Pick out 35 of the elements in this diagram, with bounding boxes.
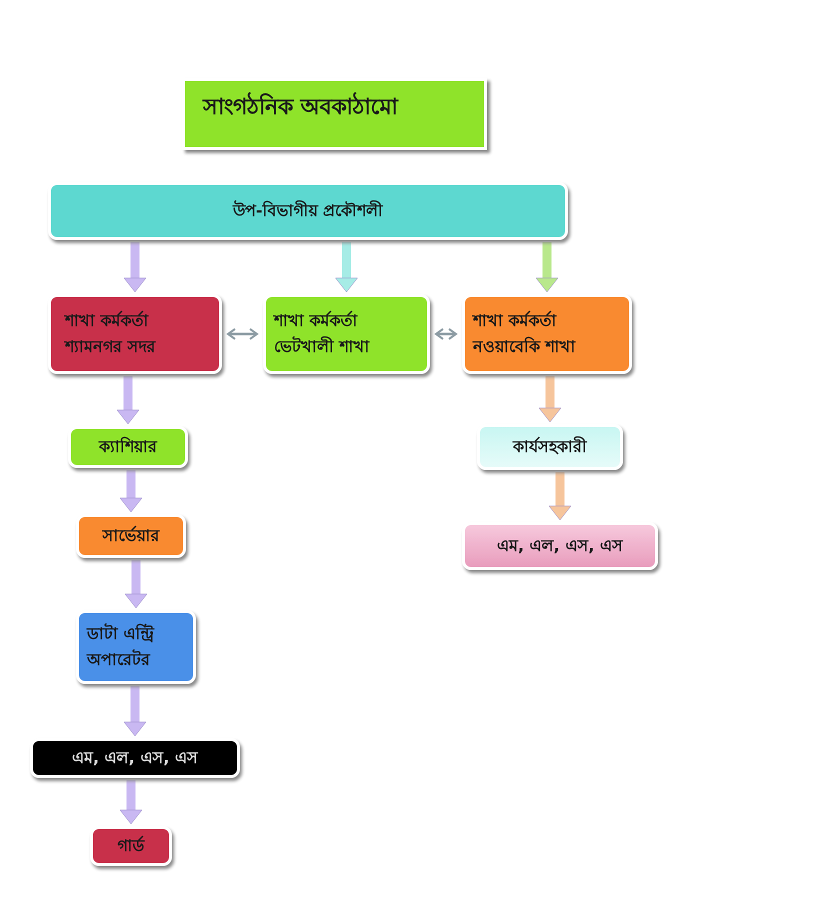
double-arrow bbox=[227, 328, 258, 340]
double-arrow bbox=[435, 328, 457, 340]
process-box bbox=[30, 738, 240, 778]
node-label: কার্যসহকারী bbox=[512, 435, 588, 458]
block-arrow bbox=[548, 472, 572, 520]
block-arrow bbox=[536, 242, 558, 292]
block-arrow bbox=[124, 560, 148, 608]
block-arrow bbox=[124, 242, 146, 292]
node-label: গার্ড bbox=[116, 834, 146, 858]
process-box bbox=[48, 294, 222, 374]
process-box bbox=[477, 424, 623, 470]
node-label: শাখা কর্মকর্তা নওয়াবেকি শাখা bbox=[471, 310, 577, 358]
node-label: উপ-বিভাগীয় প্রকৌশলী bbox=[232, 199, 384, 222]
node-label: এম, এল, এস, এস bbox=[71, 747, 200, 770]
block-arrow bbox=[120, 470, 142, 512]
block-arrow bbox=[120, 780, 142, 824]
process-box bbox=[90, 826, 172, 866]
process-box bbox=[263, 294, 430, 374]
process-box bbox=[68, 426, 188, 468]
block-arrow bbox=[124, 686, 146, 736]
node-label: শাখা কর্মকর্তা ভেটখালী শাখা bbox=[272, 310, 371, 358]
block-arrow bbox=[335, 242, 358, 292]
node-label: এম, এল, এস, এস bbox=[496, 535, 624, 558]
node-label: শাখা কর্মকর্তা শ্যামনগর সদর bbox=[63, 310, 157, 358]
node-label: ডাটা এন্ট্রি অপারেটর bbox=[86, 622, 156, 671]
process-box bbox=[76, 514, 186, 558]
title-heading: সাংগঠনিক অবকাঠামো bbox=[182, 78, 487, 150]
block-arrow bbox=[538, 376, 562, 422]
process-box bbox=[76, 610, 196, 684]
process-box bbox=[462, 522, 658, 570]
process-box bbox=[48, 182, 568, 240]
node-label: সার্ভেয়ার bbox=[101, 524, 161, 548]
process-box bbox=[462, 294, 632, 374]
block-arrow bbox=[116, 376, 140, 424]
node-label: ক্যাশিয়ার bbox=[98, 436, 158, 458]
